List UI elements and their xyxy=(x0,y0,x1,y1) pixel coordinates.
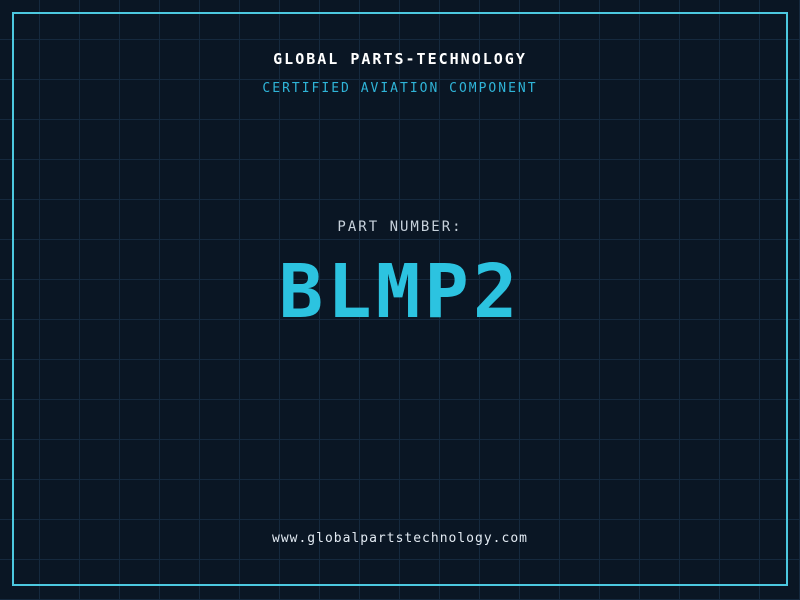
company-title: GLOBAL PARTS-TECHNOLOGY xyxy=(273,50,527,68)
website-url: www.globalpartstechnology.com xyxy=(272,531,528,546)
certification-subtitle: CERTIFIED AVIATION COMPONENT xyxy=(262,81,538,96)
part-number-value: BLMP2 xyxy=(278,249,522,335)
part-number-label: PART NUMBER: xyxy=(337,219,463,235)
